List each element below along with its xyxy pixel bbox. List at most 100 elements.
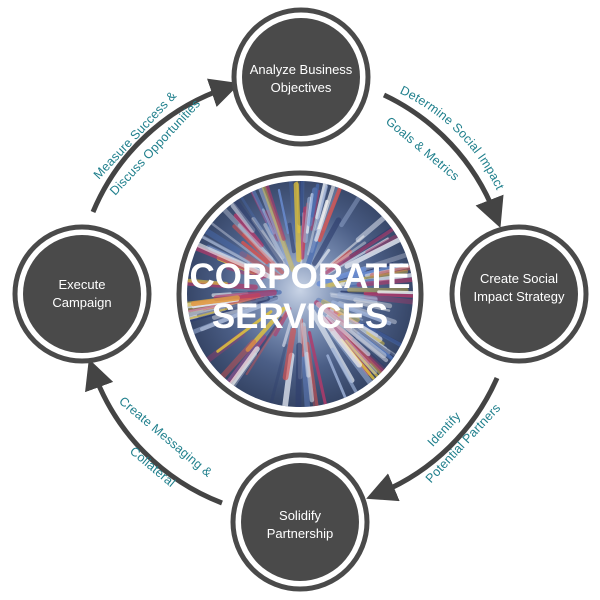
blur-streak [248,187,268,224]
blur-streak [294,342,303,407]
blur-streak [314,185,328,231]
blur-streak [324,316,371,365]
blur-streak [331,300,392,326]
center-title-line1: CORPORATE [189,257,410,296]
node-label: Impact Strategy [473,289,565,304]
blur-streak [230,202,256,233]
arrow-execute-to-analyze [90,78,241,213]
blur-streak [310,189,321,231]
blur-streak [216,310,273,353]
arrow-solidify-to-execute [85,358,223,506]
blur-streak [245,306,286,352]
blur-streak [263,223,285,260]
blur-streak [322,237,389,278]
blur-streak [232,181,275,235]
blur-streak [330,293,378,305]
blur-streak [307,183,326,256]
blur-streak [233,213,264,248]
blur-streak [318,310,378,375]
node-label: Analyze Business [250,62,353,77]
blur-streak [301,322,311,378]
blur-streak [316,266,367,287]
blur-streak [356,276,413,287]
blur-streak [355,301,391,312]
blur-streak [245,311,288,376]
center-hub: CORPORATE SERVICES [176,170,424,418]
blur-streak [238,192,263,231]
blur-streak [232,224,277,268]
blur-streak [329,235,365,265]
blur-streak [352,262,404,279]
blur-streak [320,299,360,323]
blur-streak [261,208,276,235]
blur-streak [353,297,393,309]
blur-streak [187,295,240,311]
blur-streak [299,318,305,357]
edge-label-create-messaging-2: Collateral [127,444,178,490]
blur-streak [315,181,335,220]
node-label: Campaign [52,295,111,310]
node-solidify-partnership: Solidify Partnership [230,452,370,592]
blur-streak [239,251,283,280]
blur-streak [282,327,297,381]
blur-streak [277,188,290,235]
node-label: Create Social [480,271,558,286]
blur-streak [187,307,228,328]
blur-streak [324,221,405,275]
blur-streak [227,323,275,382]
blur-streak [337,292,378,303]
blur-streak [305,193,314,234]
blur-streak [329,292,378,300]
blur-streak [267,226,289,265]
blur-streak [323,308,389,363]
blur-streak [314,181,345,242]
node-label: Execute [59,277,106,292]
blur-streak [188,296,280,336]
blur-streak [198,234,250,264]
blur-streak [277,352,295,407]
blur-streak [363,291,413,299]
blur-streak [293,182,302,263]
arrow-create-to-solidify [366,376,500,502]
blur-streak [201,215,267,265]
node-label: Solidify [279,508,321,523]
blur-streak [364,294,413,306]
node-analyze-business-objectives: Analyze Business Objectives [231,7,371,147]
blur-streak [256,182,293,267]
blur-streak [304,351,315,403]
blur-streak [369,264,413,278]
blur-streak [237,223,274,262]
center-title-line2: SERVICES [212,297,388,336]
blur-streak [211,301,259,320]
node-label: Objectives [271,80,332,95]
blur-streak [225,295,271,312]
blur-streak [310,183,320,218]
blur-streak [306,341,320,407]
blur-streak [220,334,267,392]
blur-streak [326,249,353,271]
blur-streak [326,314,371,357]
blur-streak [268,343,288,407]
blur-streak [344,234,407,269]
blur-streak [241,240,269,265]
node-label: Partnership [267,526,333,541]
blur-streak [365,234,398,256]
blur-streak [226,266,264,281]
blur-streak [286,181,298,243]
blur-streak [311,248,331,274]
blur-streak [282,319,293,348]
node-create-social-impact-strategy: Create Social Impact Strategy [449,224,589,364]
blur-streak [187,274,228,286]
blur-streak [299,181,306,217]
arrow-analyze-to-create [382,92,504,228]
connector-arrows [85,78,504,506]
blur-streak [322,269,409,288]
node-execute-campaign: Execute Campaign [12,224,152,364]
blur-streak [187,279,258,290]
blur-streak [259,181,286,241]
blur-streak [364,324,405,349]
blur-streak [312,217,342,266]
blur-streak [287,222,296,254]
blur-streak [318,314,363,368]
